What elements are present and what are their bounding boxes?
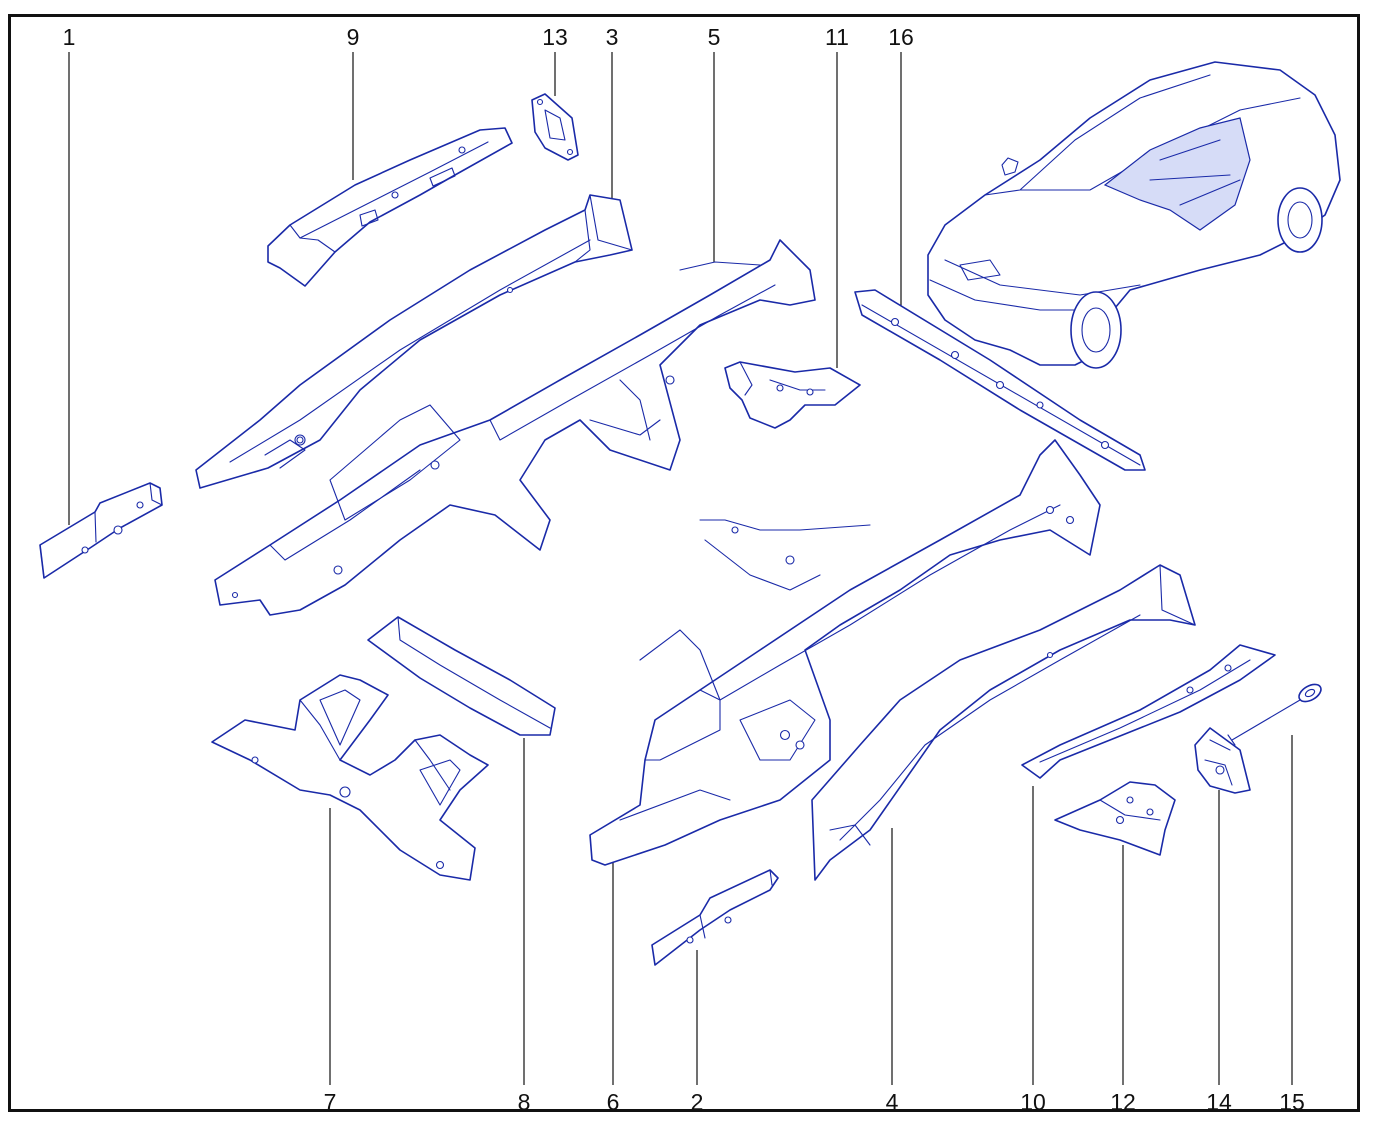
- callout-group-bottom: 7 8 6 2 4 10 12 14 15: [324, 1089, 1305, 1115]
- callout-10: 10: [1020, 1089, 1046, 1115]
- part-2-bracket: [651, 869, 779, 966]
- callout-11: 11: [825, 24, 849, 50]
- part-9-reinforcement: [267, 127, 513, 287]
- callout-9: 9: [347, 24, 360, 50]
- part-16-sill-rail: [854, 289, 1146, 471]
- callout-8: 8: [518, 1089, 531, 1115]
- callout-4: 4: [886, 1089, 899, 1115]
- callout-5: 5: [708, 24, 721, 50]
- callout-12: 12: [1110, 1089, 1136, 1115]
- callout-16: 16: [888, 24, 914, 50]
- part-10-plate: [1021, 644, 1276, 779]
- part-5-central-member: [214, 239, 816, 616]
- part-12-gusset: [1054, 781, 1176, 856]
- callout-6: 6: [607, 1089, 620, 1115]
- car-illustration: [927, 61, 1341, 369]
- callout-2: 2: [691, 1089, 704, 1115]
- part-1-bracket: [39, 482, 163, 579]
- callout-1: 1: [63, 24, 76, 50]
- callout-13: 13: [542, 24, 568, 50]
- leader-lines: [68, 52, 1293, 1085]
- part-7-cross-member: [211, 674, 489, 881]
- callout-7: 7: [324, 1089, 337, 1115]
- diagram-frame: [8, 14, 1360, 1112]
- callout-15: 15: [1279, 1089, 1305, 1115]
- part-14-bracket: [1194, 727, 1251, 794]
- part-3-side-member: [195, 194, 633, 489]
- callout-3: 3: [606, 24, 619, 50]
- part-8-channel: [367, 616, 556, 736]
- part-13-bracket: [531, 93, 579, 161]
- callout-14: 14: [1206, 1089, 1232, 1115]
- part-4-side-member: [811, 564, 1196, 881]
- part-15-tow-rod: [1227, 683, 1322, 746]
- part-11-gusset: [724, 361, 861, 429]
- part-6-central-member: [589, 439, 1101, 866]
- callout-group-top: 1 9 13 3 5 11 16: [63, 24, 914, 50]
